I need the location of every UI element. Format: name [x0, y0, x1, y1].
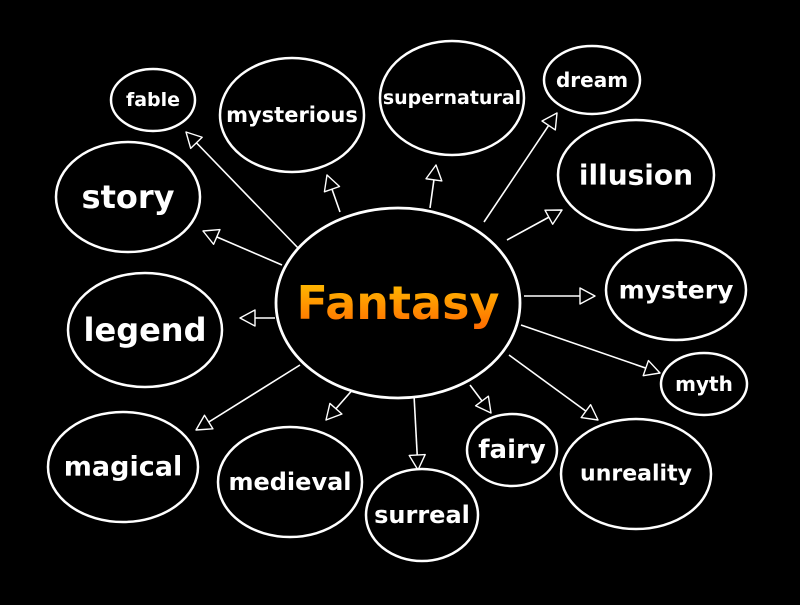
arrowhead-fable-icon	[185, 131, 203, 150]
node-label: magical	[64, 452, 182, 483]
node-supernatural: supernatural	[378, 39, 526, 157]
arrowhead-fairy-icon	[474, 395, 492, 414]
arrowhead-supernatural-icon	[425, 164, 443, 182]
node-mystery: mystery	[604, 238, 748, 342]
arrowhead-surreal-icon	[408, 453, 426, 471]
bubbles: fable mysterious supernatural dream illusion…	[46, 39, 749, 563]
node-label: story	[82, 178, 175, 216]
node-bubble	[604, 238, 748, 342]
node-bubble	[54, 140, 202, 254]
node-legend: legend	[66, 271, 224, 389]
node-label: surreal	[374, 501, 470, 529]
node-label: mysterious	[226, 103, 358, 127]
arrowhead-mystery-icon	[579, 287, 596, 305]
node-label: medieval	[228, 468, 351, 496]
branch-magical	[195, 364, 301, 431]
node-bubble	[218, 56, 366, 174]
node-myth: myth	[659, 351, 749, 417]
node-mysterious: mysterious	[218, 56, 366, 174]
center-node: Fantasy	[274, 206, 522, 400]
node-bubble	[559, 417, 713, 531]
center-bubble	[274, 206, 522, 400]
node-bubble	[659, 351, 749, 417]
node-bubble	[378, 39, 526, 157]
node-label: illusion	[579, 159, 693, 192]
node-label: fairy	[478, 435, 546, 465]
arrowhead-illusion-icon	[544, 209, 563, 225]
node-bubble	[66, 271, 224, 389]
node-label: myth	[675, 372, 733, 396]
node-fable: fable	[109, 67, 197, 133]
arrowhead-mysterious-icon	[323, 174, 341, 193]
node-unreality: unreality	[559, 417, 713, 531]
node-bubble	[465, 412, 559, 488]
node-bubble	[216, 425, 364, 539]
node-bubble	[109, 67, 197, 133]
node-label: unreality	[580, 462, 692, 487]
node-label: mystery	[619, 276, 734, 305]
branch-unreality	[508, 354, 599, 421]
branch-myth	[520, 324, 661, 374]
node-bubble	[556, 118, 716, 232]
center-label: Fantasy	[297, 276, 500, 330]
node-bubble	[542, 44, 642, 116]
node-label: dream	[556, 68, 628, 92]
node-label: fable	[126, 89, 180, 111]
node-dream: dream	[542, 44, 642, 116]
node-fairy: fairy	[465, 412, 559, 488]
branch-dream	[483, 112, 558, 223]
node-illusion: illusion	[556, 118, 716, 232]
arrowhead-magical-icon	[195, 414, 214, 431]
arrowhead-myth-icon	[642, 359, 661, 377]
node-story: story	[54, 140, 202, 254]
node-label: legend	[84, 311, 207, 349]
branches	[185, 112, 661, 471]
arrowhead-story-icon	[202, 228, 221, 245]
node-magical: magical	[46, 410, 200, 524]
node-medieval: medieval	[216, 425, 364, 539]
arrowhead-legend-icon	[239, 309, 256, 327]
node-surreal: surreal	[364, 467, 480, 563]
arrowhead-medieval-icon	[325, 402, 343, 421]
node-label: supernatural	[383, 87, 521, 109]
arrowhead-dream-icon	[541, 112, 558, 131]
node-bubble	[364, 467, 480, 563]
node-bubble	[46, 410, 200, 524]
branch-fable	[185, 131, 301, 251]
arrowhead-unreality-icon	[580, 403, 599, 421]
